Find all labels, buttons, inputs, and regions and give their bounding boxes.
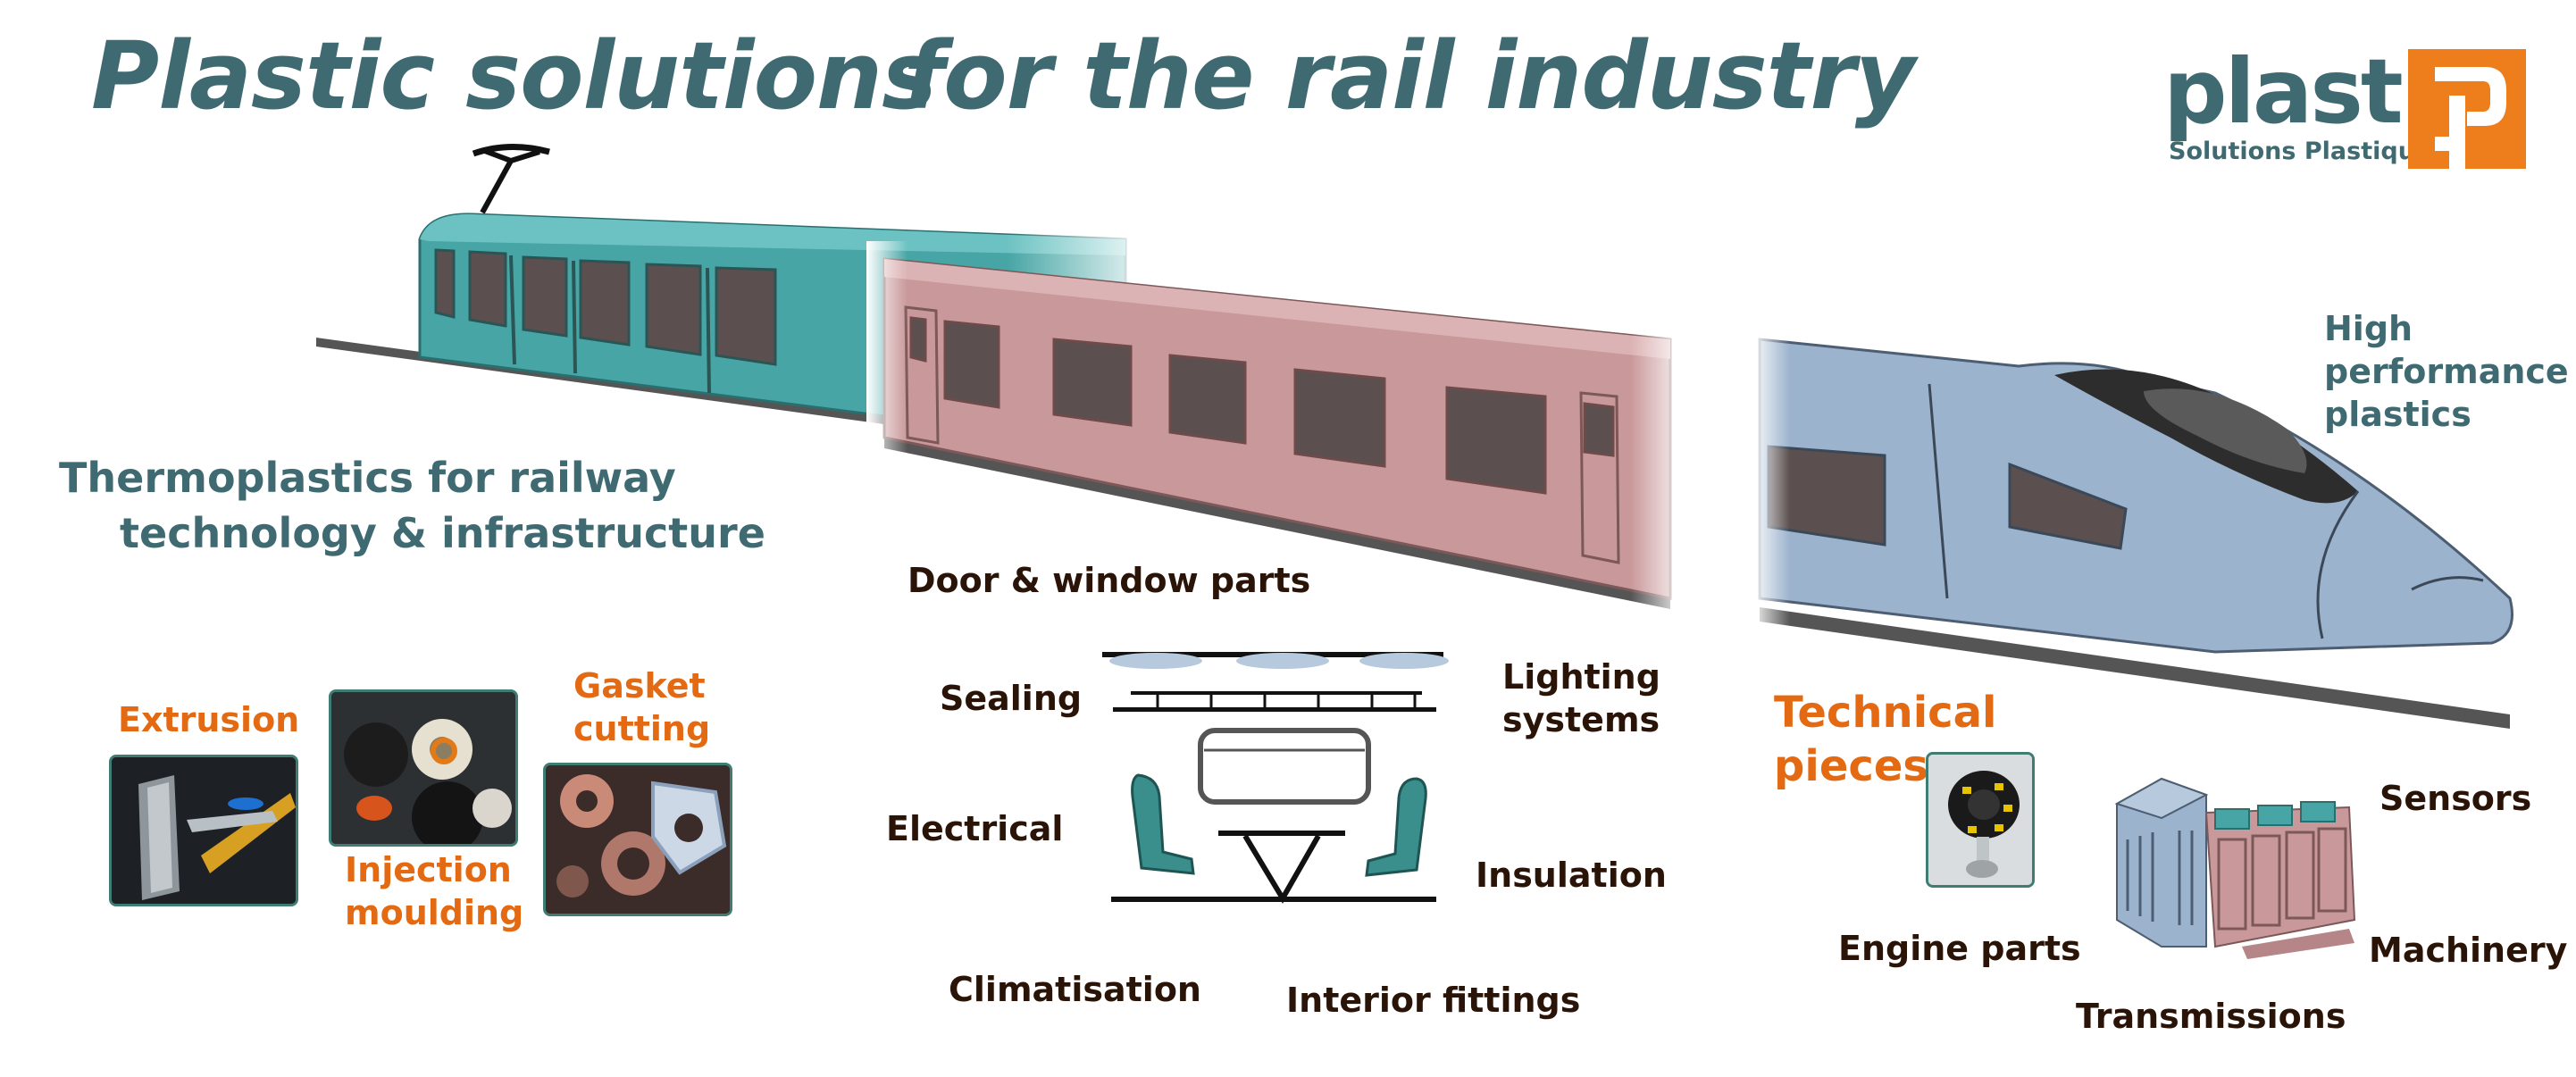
engine-parts-label: Engine parts (1838, 929, 2081, 968)
coach-interior-diagram (1102, 652, 1449, 904)
plastil-logo: plastil Solutions Plastiques (2162, 39, 2537, 170)
injection-label-line2: moulding (345, 893, 524, 932)
logo-tagline: Solutions Plastiques (2169, 138, 2446, 165)
interior-fittings-label: Interior fittings (1286, 981, 1581, 1020)
technical-pieces-label-line2: pieces (1774, 741, 1928, 791)
injection-label-line1: Injection (345, 850, 512, 889)
logo-mark-icon (2408, 49, 2526, 169)
machinery-label: Machinery (2369, 931, 2568, 970)
thermoplastics-heading-line1: Thermoplastics for railway (59, 454, 676, 502)
highspeed-train-illustration (1751, 330, 2537, 741)
machinery-illustration (2114, 777, 2356, 959)
climatisation-label: Climatisation (949, 970, 1201, 1009)
sensors-label: Sensors (2379, 779, 2532, 818)
gasket-label-line1: Gasket (573, 666, 706, 705)
sealing-label: Sealing (940, 679, 1083, 718)
hpp-label-line3: plastics (2324, 395, 2471, 434)
insulation-label: Insulation (1476, 856, 1667, 895)
technical-pieces-label-line1: Technical (1774, 688, 1997, 738)
electrical-label: Electrical (886, 809, 1064, 848)
door-window-label: Door & window parts (907, 561, 1311, 600)
hpp-label-line2: performance (2324, 352, 2569, 391)
lighting-label-line2: systems (1502, 700, 1660, 739)
gasket-cutting-photo (543, 763, 732, 916)
coach-illustration (866, 241, 1688, 616)
technical-piece-photo (1926, 752, 2035, 888)
injection-moulding-photo (329, 689, 518, 847)
extrusion-label: Extrusion (118, 700, 300, 739)
page-title-right: for the rail industry (904, 21, 1916, 130)
transmissions-label: Transmissions (2076, 997, 2346, 1036)
gasket-label-line2: cutting (573, 709, 711, 748)
hpp-label-line1: High (2324, 309, 2413, 348)
thermoplastics-heading-line2: technology & infrastructure (120, 509, 765, 557)
extrusion-photo (109, 755, 298, 906)
page-title-left: Plastic solutions (91, 21, 937, 130)
lighting-label-line1: Lighting (1502, 657, 1660, 697)
